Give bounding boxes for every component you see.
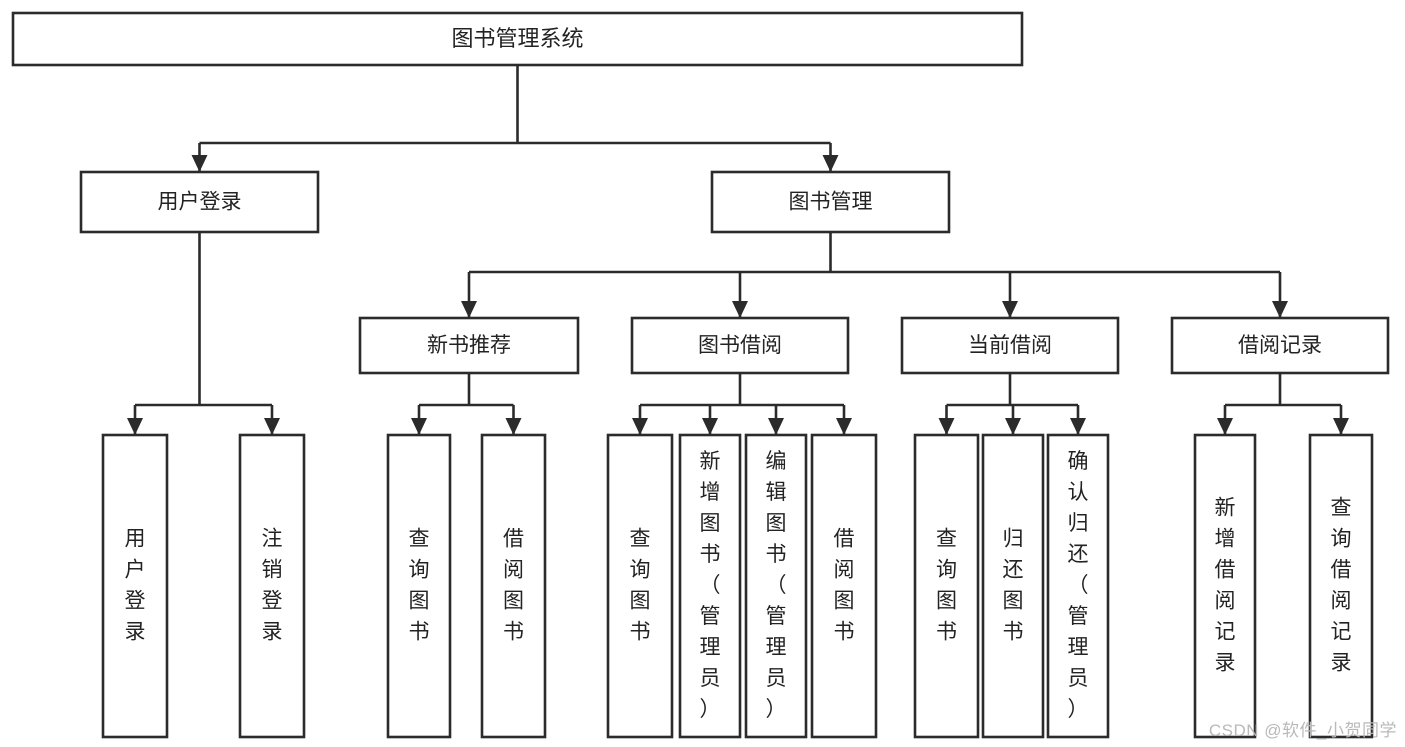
book-manage-to-level3-arrow-1	[732, 301, 748, 318]
node-leaf-add-book-label: 新增图书（管理员）	[700, 450, 721, 721]
node-leaf-confirm-return-box[interactable]	[1046, 433, 1110, 739]
node-current-borrow[interactable]: 当前借阅	[900, 316, 1120, 375]
node-leaf-return-book-box[interactable]	[981, 433, 1045, 739]
node-leaf-query-book-1[interactable]: 查询图书	[386, 433, 452, 739]
node-root-system[interactable]: 图书管理系统	[11, 11, 1024, 67]
node-root-system-label: 图书管理系统	[451, 26, 583, 51]
user-login-to-leaves-arrow-0	[127, 418, 143, 435]
current-borrow-to-leaves-arrow-1	[1005, 418, 1021, 435]
node-leaf-confirm-return[interactable]: 确认归还（管理员）	[1046, 433, 1110, 739]
node-leaf-query-record-box[interactable]	[1308, 433, 1374, 739]
node-book-manage-box[interactable]	[710, 170, 951, 234]
node-leaf-user-login-box[interactable]	[101, 433, 169, 739]
node-user-login-box[interactable]	[79, 170, 320, 234]
node-leaf-add-book-box[interactable]	[678, 433, 742, 739]
node-leaf-query-record[interactable]: 查询借阅记录	[1308, 433, 1374, 739]
node-leaf-borrow-book-2-box[interactable]	[810, 433, 878, 739]
node-leaf-query-book-3-label: 查询图书	[936, 527, 957, 643]
node-leaf-edit-book-box[interactable]	[744, 433, 808, 739]
node-leaf-query-book-1-label: 查询图书	[409, 527, 430, 643]
node-current-borrow-box[interactable]	[900, 316, 1120, 375]
book-borrow-to-leaves-arrow-0	[632, 418, 648, 435]
node-leaf-logout-box[interactable]	[238, 433, 306, 739]
current-borrow-to-leaves-arrow-2	[1070, 418, 1086, 435]
book-borrow-to-leaves-arrow-1	[702, 418, 718, 435]
node-new-book-recommend-box[interactable]	[358, 316, 580, 375]
node-leaf-confirm-return-label: 确认归还（管理员）	[1068, 450, 1089, 721]
node-leaf-borrow-book-2[interactable]: 借阅图书	[810, 433, 878, 739]
node-layer: 图书管理系统用户登录图书管理新书推荐图书借阅当前借阅借阅记录用户登录注销登录查询…	[11, 11, 1390, 739]
book-manage-to-level3-arrow-0	[461, 301, 477, 318]
node-leaf-query-book-3[interactable]: 查询图书	[913, 433, 980, 739]
node-borrow-record[interactable]: 借阅记录	[1170, 316, 1390, 375]
node-root-system-box[interactable]	[11, 11, 1024, 67]
borrow-record-to-leaves-arrow-1	[1333, 418, 1349, 435]
node-book-manage-label: 图书管理	[789, 191, 873, 214]
node-new-book-recommend-label: 新书推荐	[427, 334, 511, 357]
user-login-to-leaves-arrow-1	[264, 418, 280, 435]
node-user-login-label: 用户登录	[158, 191, 242, 214]
node-leaf-edit-book-label: 编辑图书（管理员）	[766, 450, 787, 721]
node-leaf-logout-label: 注销登录	[262, 527, 283, 643]
connector-layer	[127, 65, 1349, 435]
root-to-level2-arrow-0	[191, 155, 208, 172]
node-borrow-record-box[interactable]	[1170, 316, 1390, 375]
node-leaf-query-book-2-label: 查询图书	[630, 527, 651, 643]
node-leaf-edit-book[interactable]: 编辑图书（管理员）	[744, 433, 808, 739]
node-book-borrow-box[interactable]	[630, 316, 850, 375]
node-leaf-borrow-book-1-box[interactable]	[480, 433, 547, 739]
node-book-borrow[interactable]: 图书借阅	[630, 316, 850, 375]
book-manage-to-level3-arrow-3	[1272, 301, 1288, 318]
node-book-manage[interactable]: 图书管理	[710, 170, 951, 234]
node-borrow-record-label: 借阅记录	[1238, 334, 1322, 357]
new-book-recommend-to-leaves-arrow-0	[411, 418, 427, 435]
node-leaf-query-book-3-box[interactable]	[913, 433, 980, 739]
node-current-borrow-label: 当前借阅	[968, 334, 1052, 357]
node-leaf-query-record-label: 查询借阅记录	[1331, 496, 1352, 674]
book-borrow-to-leaves-arrow-2	[768, 418, 784, 435]
node-leaf-add-record-label: 新增借阅记录	[1215, 496, 1236, 674]
current-borrow-to-leaves-arrow-0	[938, 418, 955, 435]
borrow-record-to-leaves-arrow-0	[1217, 418, 1233, 435]
node-leaf-logout[interactable]: 注销登录	[238, 433, 306, 739]
node-leaf-return-book[interactable]: 归还图书	[981, 433, 1045, 739]
node-user-login[interactable]: 用户登录	[79, 170, 320, 234]
node-book-borrow-label: 图书借阅	[698, 334, 782, 357]
node-leaf-add-record[interactable]: 新增借阅记录	[1193, 433, 1257, 739]
node-leaf-query-book-2[interactable]: 查询图书	[606, 433, 674, 739]
node-leaf-return-book-label: 归还图书	[1003, 527, 1024, 643]
node-leaf-user-login-label: 用户登录	[125, 527, 146, 643]
node-leaf-add-record-box[interactable]	[1193, 433, 1257, 739]
root-to-level2-arrow-1	[822, 155, 839, 172]
new-book-recommend-to-leaves-arrow-1	[505, 418, 522, 435]
node-new-book-recommend[interactable]: 新书推荐	[358, 316, 580, 375]
book-borrow-to-leaves-arrow-3	[836, 418, 852, 435]
node-leaf-add-book[interactable]: 新增图书（管理员）	[678, 433, 742, 739]
book-manage-to-level3-arrow-2	[1002, 301, 1018, 318]
node-leaf-user-login[interactable]: 用户登录	[101, 433, 169, 739]
node-leaf-query-book-1-box[interactable]	[386, 433, 452, 739]
node-leaf-query-book-2-box[interactable]	[606, 433, 674, 739]
node-leaf-borrow-book-1[interactable]: 借阅图书	[480, 433, 547, 739]
node-leaf-borrow-book-1-label: 借阅图书	[503, 527, 524, 643]
node-leaf-borrow-book-2-label: 借阅图书	[834, 527, 855, 643]
